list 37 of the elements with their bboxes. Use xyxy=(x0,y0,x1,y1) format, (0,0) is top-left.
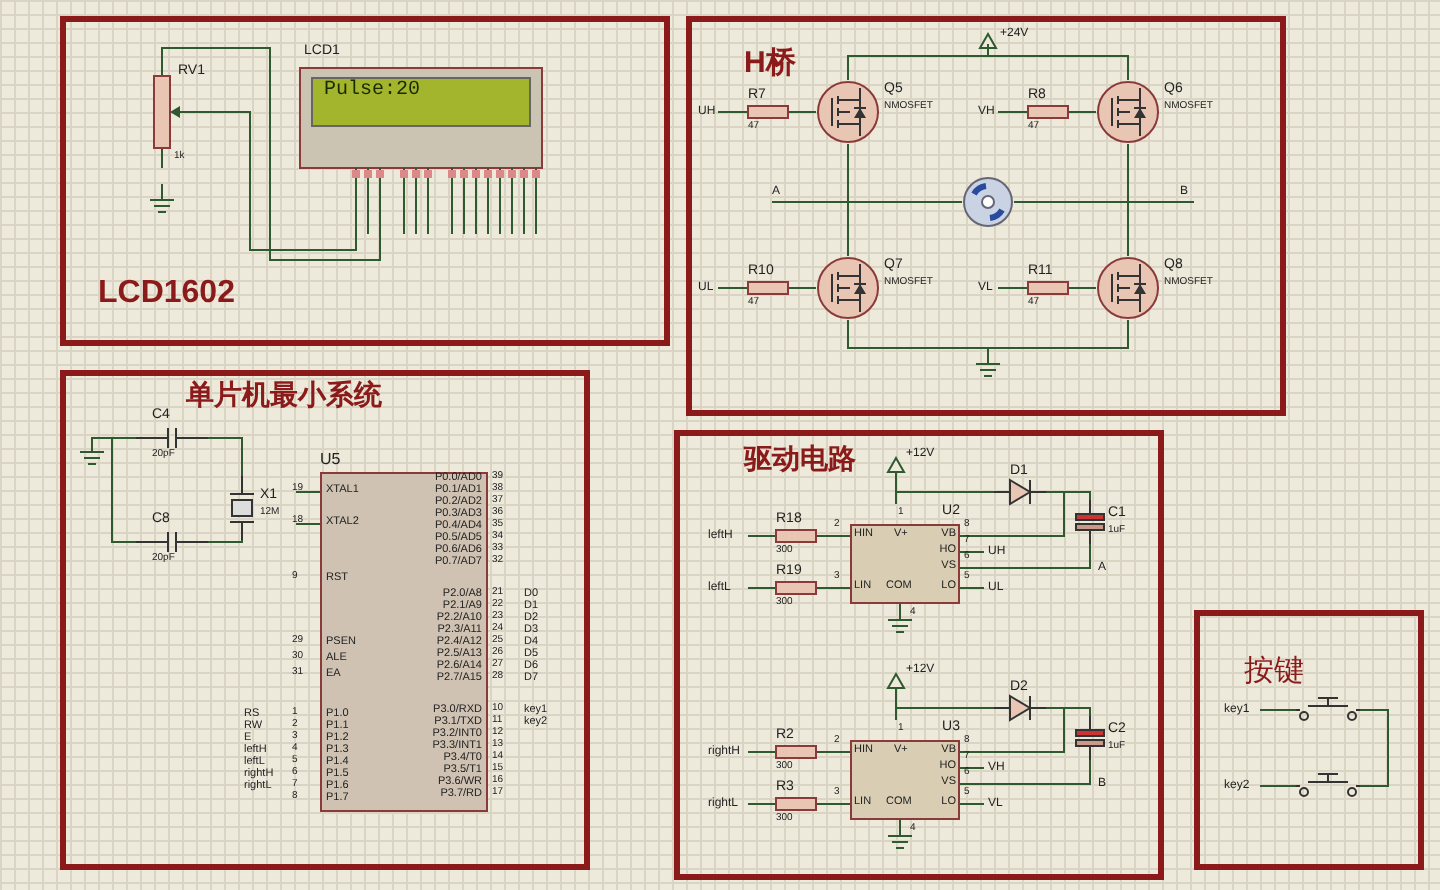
wire xyxy=(1079,111,1097,113)
wire xyxy=(161,47,381,261)
panel-title: LCD1602 xyxy=(98,278,235,310)
panel-title: 单片机最小系统 xyxy=(186,380,382,408)
wire xyxy=(895,491,995,505)
wire xyxy=(827,803,851,805)
wire xyxy=(827,751,851,753)
wire xyxy=(959,759,1091,785)
wire xyxy=(229,111,357,251)
wire xyxy=(827,535,851,537)
panel-frame xyxy=(60,16,670,346)
wire xyxy=(207,539,243,543)
panel-title: H桥 xyxy=(744,48,796,78)
panel-title: 按键 xyxy=(1244,656,1304,686)
panel-frame xyxy=(674,430,1164,880)
wire xyxy=(295,491,321,493)
wire xyxy=(295,523,321,525)
panel-frame xyxy=(1194,610,1424,870)
wire xyxy=(847,201,963,257)
wire xyxy=(827,587,851,589)
wire xyxy=(207,437,243,477)
wire xyxy=(111,437,137,543)
panel-title: 驱动电路 xyxy=(744,444,856,472)
panel-frame xyxy=(60,370,590,870)
wire xyxy=(1079,287,1097,289)
wire xyxy=(895,707,995,721)
wire xyxy=(799,287,817,289)
wire xyxy=(1359,709,1389,787)
panel-frame xyxy=(686,16,1286,416)
wire xyxy=(1013,201,1129,257)
wire xyxy=(799,111,817,113)
component-label: U5 xyxy=(320,452,341,468)
wire xyxy=(959,707,1091,753)
wire xyxy=(847,55,1129,81)
wire xyxy=(959,491,1091,537)
wire xyxy=(959,543,1091,569)
wire xyxy=(847,319,1129,349)
